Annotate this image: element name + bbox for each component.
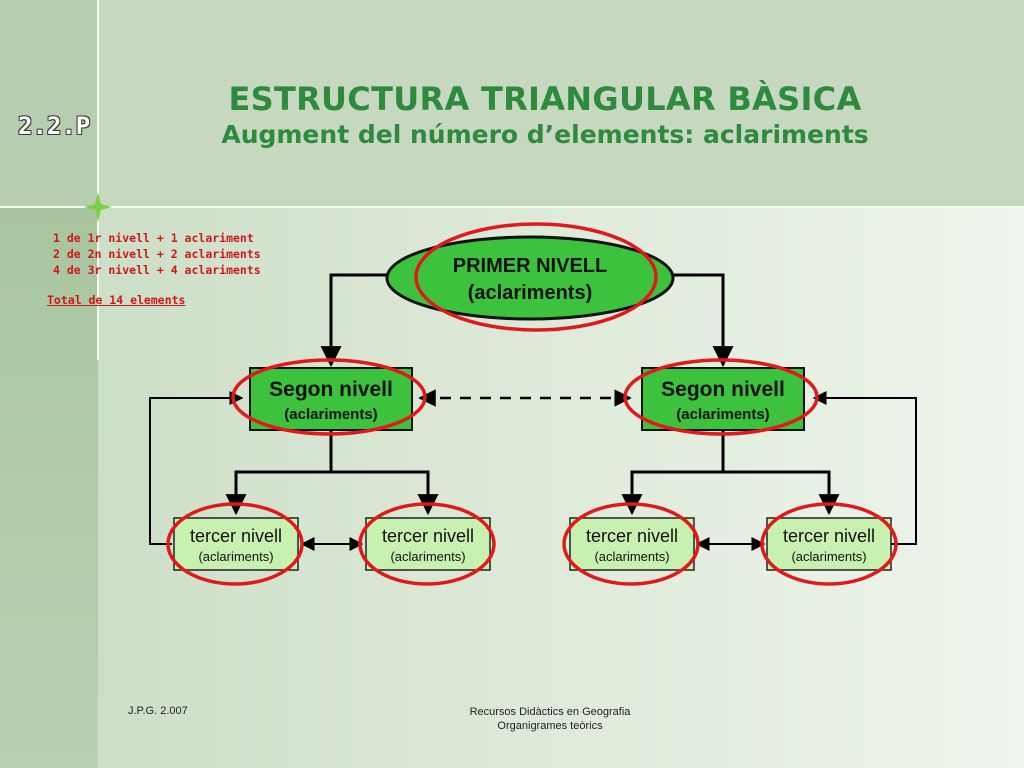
connector-l2-left-to-l3-1 <box>225 430 333 516</box>
feedback-connector-right <box>812 391 917 545</box>
node-level3-3: tercer nivell (aclariments) <box>562 502 700 586</box>
level2-left-title: Segon nivell <box>269 378 393 401</box>
connector-l1-to-l2-right <box>670 273 734 368</box>
level3-4-box <box>766 517 892 571</box>
node-level3-4: tercer nivell (aclariments) <box>760 502 898 586</box>
level1-highlight-ring <box>414 222 658 332</box>
level3-3-title: tercer nivell <box>586 526 678 546</box>
node-level3-2: tercer nivell (aclariments) <box>358 502 496 586</box>
feedback-connector-left <box>149 391 244 545</box>
level3-2-title: tercer nivell <box>382 526 474 546</box>
level3-3-highlight-ring <box>562 502 700 586</box>
level3-2-highlight-ring <box>358 502 496 586</box>
note-line: 1 de 1r nivell + 1 aclariment <box>53 231 254 245</box>
node-level2-right: Segon nivell (aclariments) <box>623 358 819 436</box>
header-corner <box>0 0 98 207</box>
footer-course: Recursos Didàctics en Geografia Organigr… <box>430 705 670 733</box>
level3-2-box <box>365 517 491 571</box>
node-level3-1: tercer nivell (aclariments) <box>166 502 304 586</box>
level1-note: (aclariments) <box>468 282 593 304</box>
level2-right-note: (aclariments) <box>676 406 769 423</box>
page-title: ESTRUCTURA TRIANGULAR BÀSICA <box>228 80 862 118</box>
connector-l1-to-l2-left <box>320 273 388 368</box>
level3-1-note: (aclariments) <box>198 549 273 564</box>
level3-1-highlight-ring <box>166 502 304 586</box>
level3-3-box <box>569 517 695 571</box>
footer-author: J.P.G. 2.007 <box>128 705 188 717</box>
notes-panel: 1 de 1r nivell + 1 aclariment 2 de 2n ni… <box>47 231 261 307</box>
node-level1: PRIMER NIVELL (aclariments) <box>385 222 675 332</box>
level2-left-highlight-ring <box>231 358 427 436</box>
note-line: 2 de 2n nivell + 2 aclariments <box>53 247 261 261</box>
left-band <box>0 207 98 768</box>
note-line: 4 de 3r nivell + 4 aclariments <box>53 263 261 277</box>
level3-3-note: (aclariments) <box>594 549 669 564</box>
level2-right-title: Segon nivell <box>661 378 785 401</box>
connector-l2-right-to-l3-3 <box>621 430 725 516</box>
level2-left-note: (aclariments) <box>284 406 377 423</box>
level3-2-note: (aclariments) <box>390 549 465 564</box>
page-subtitle: Augment del número d’elements: aclarimen… <box>221 120 869 149</box>
connector-l2-left-to-l3-2 <box>331 470 439 516</box>
node-level2-left: Segon nivell (aclariments) <box>231 358 427 436</box>
level2-right-box <box>641 367 805 431</box>
notes-total: Total de 14 elements <box>47 293 186 307</box>
slide-code: 2.2.P <box>18 112 91 140</box>
level3-4-title: tercer nivell <box>783 526 875 546</box>
level1-ellipse <box>385 235 675 321</box>
level1-title: PRIMER NIVELL <box>453 255 607 277</box>
level2-left-box <box>249 367 413 431</box>
level3-1-box <box>173 517 299 571</box>
footer-line-2: Organigrames teòrics <box>497 720 603 732</box>
header-band <box>0 0 1024 207</box>
sparkle-star-icon <box>84 192 112 222</box>
level3-4-highlight-ring <box>760 502 898 586</box>
level3-1-title: tercer nivell <box>190 526 282 546</box>
connector-l2-right-to-l3-4 <box>723 470 840 516</box>
level3-4-note: (aclariments) <box>791 549 866 564</box>
footer-line-1: Recursos Didàctics en Geografia <box>469 706 631 718</box>
level2-right-highlight-ring <box>623 358 819 436</box>
